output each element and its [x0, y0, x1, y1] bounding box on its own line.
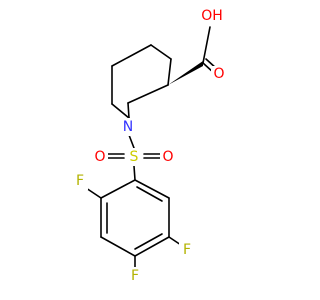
- carboxyl-oh-label: OH: [201, 8, 223, 24]
- label-bg-n: [120, 118, 136, 136]
- bond-c3-c4: [167, 58, 172, 86]
- ring-n-label: N: [123, 119, 133, 135]
- bond-s-c1: [133, 165, 136, 181]
- carboxyl-o-label: O: [213, 66, 224, 82]
- label-bg-o-left: [92, 148, 108, 166]
- bond-c2-c3: [127, 84, 169, 104]
- label-bg-s: [126, 148, 142, 166]
- bond-c4-c5: [150, 44, 172, 60]
- fluorine-2-label: F: [76, 173, 84, 189]
- molecule-structure: OH O N S O O F F F: [72, 6, 227, 285]
- bond-c5-c6: [111, 44, 152, 67]
- bond-n-c2: [127, 102, 130, 119]
- label-bg-f2: [72, 172, 88, 190]
- label-bg-o: [211, 66, 227, 82]
- fluorine-4-label: F: [131, 268, 139, 284]
- sulfonyl-s-label: S: [130, 149, 139, 165]
- sulfonyl-o-right-label: O: [162, 149, 173, 165]
- bond-ar-c4-c5: [134, 236, 170, 257]
- label-bg-f5: [179, 241, 195, 259]
- bond-n-s: [128, 134, 135, 149]
- fluorine-5-label: F: [183, 242, 191, 258]
- bond-ar-c3-c4: [100, 236, 136, 257]
- bond-ar-c1-c2: [100, 179, 136, 199]
- label-bg-oh: [201, 6, 223, 24]
- sulfonyl-o-left-label: O: [94, 149, 105, 165]
- label-bg-f4: [127, 267, 143, 285]
- bond-ar-inner-3: [136, 186, 163, 202]
- bond-c2-f: [85, 187, 102, 199]
- bond-c2-n: [111, 103, 130, 119]
- bond-ar-inner-2: [134, 233, 163, 250]
- bond-c-oh: [202, 26, 211, 64]
- label-bg-o-right: [160, 148, 176, 166]
- bond-ar-c6-c1: [134, 179, 170, 199]
- stereo-wedge-bond: [168, 61, 203, 85]
